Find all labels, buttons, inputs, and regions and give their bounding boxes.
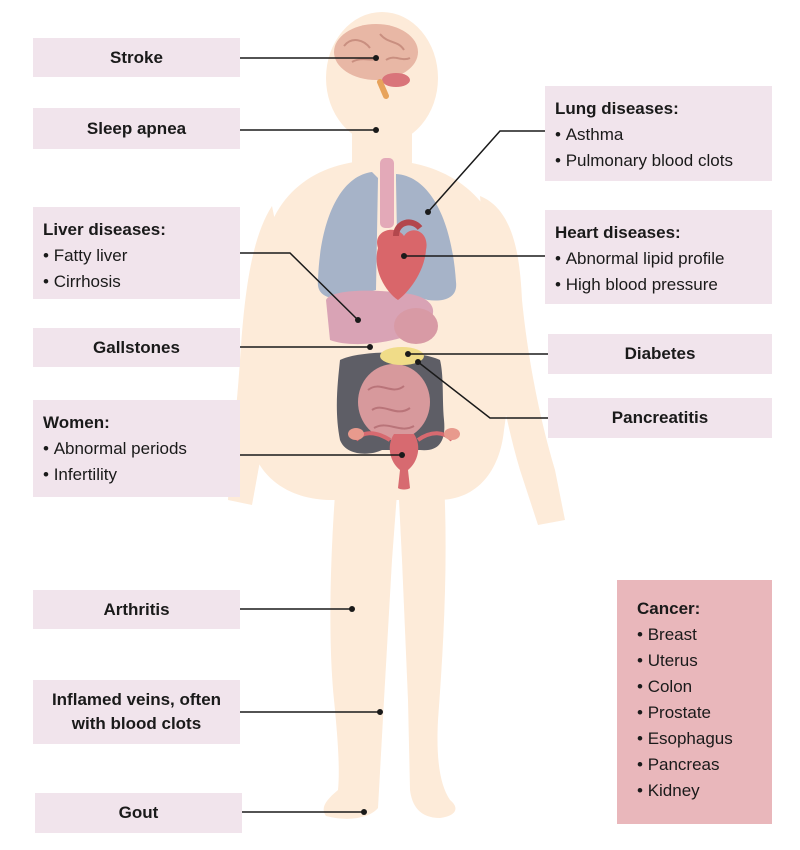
list-cancer-title: Cancer: — [637, 599, 701, 618]
pancreas — [380, 347, 424, 365]
list-item: Abnormal periods — [43, 436, 230, 462]
label-sleep-apnea-text: Sleep apnea — [86, 118, 187, 138]
list-item: Breast — [637, 622, 752, 648]
label-arthritis: Arthritis — [33, 590, 240, 629]
list-item: Asthma — [555, 122, 762, 148]
leader-lines — [240, 57, 548, 813]
uterus — [348, 428, 460, 490]
label-gout-text: Gout — [118, 803, 159, 822]
label-stroke: Stroke — [33, 38, 240, 77]
list-item: Colon — [637, 674, 752, 700]
list-item: Fatty liver — [43, 243, 230, 269]
label-pancreatitis: Pancreatitis — [548, 398, 772, 438]
list-item: Cirrhosis — [43, 269, 230, 295]
list-item: Uterus — [637, 648, 752, 674]
heart — [376, 219, 427, 300]
label-pancreatitis-text: Pancreatitis — [611, 408, 709, 427]
list-item: Esophagus — [637, 726, 752, 752]
list-women: Women: Abnormal periods Infertility — [33, 400, 240, 497]
list-item: Infertility — [43, 462, 230, 488]
label-stroke-text: Stroke — [110, 47, 163, 67]
label-inflamed-veins-line1: Inflamed veins, often — [51, 690, 222, 709]
label-inflamed-veins: Inflamed veins, often with blood clots — [33, 680, 240, 744]
list-liver-title: Liver diseases: — [43, 220, 166, 239]
small-intestine — [358, 364, 430, 440]
list-lung-title: Lung diseases: — [555, 99, 679, 118]
list-item: High blood pressure — [555, 272, 762, 298]
label-sleep-apnea: Sleep apnea — [33, 108, 240, 149]
stomach — [394, 308, 438, 344]
list-item: Abnormal lipid profile — [555, 246, 762, 272]
list-heart-diseases: Heart diseases: Abnormal lipid profile H… — [545, 210, 772, 304]
label-diabetes-text: Diabetes — [624, 344, 696, 363]
label-gallstones: Gallstones — [33, 328, 240, 367]
list-lung-diseases: Lung diseases: Asthma Pulmonary blood cl… — [545, 86, 772, 181]
trachea — [380, 158, 394, 228]
list-item: Kidney — [637, 778, 752, 804]
list-women-title: Women: — [43, 413, 110, 432]
list-cancer: Cancer: Breast Uterus Colon Prostate Eso… — [617, 580, 772, 824]
list-liver-diseases: Liver diseases: Fatty liver Cirrhosis — [33, 207, 240, 299]
label-gallstones-text: Gallstones — [93, 337, 180, 357]
list-item: Pancreas — [637, 752, 752, 778]
label-gout: Gout — [35, 793, 242, 833]
label-inflamed-veins-line2: with blood clots — [71, 714, 202, 733]
list-item: Pulmonary blood clots — [555, 148, 762, 174]
label-arthritis-text: Arthritis — [103, 599, 170, 619]
brain — [334, 24, 418, 99]
label-diabetes: Diabetes — [548, 334, 772, 374]
list-heart-title: Heart diseases: — [555, 223, 681, 242]
list-item: Prostate — [637, 700, 752, 726]
leader-dots — [349, 55, 431, 815]
